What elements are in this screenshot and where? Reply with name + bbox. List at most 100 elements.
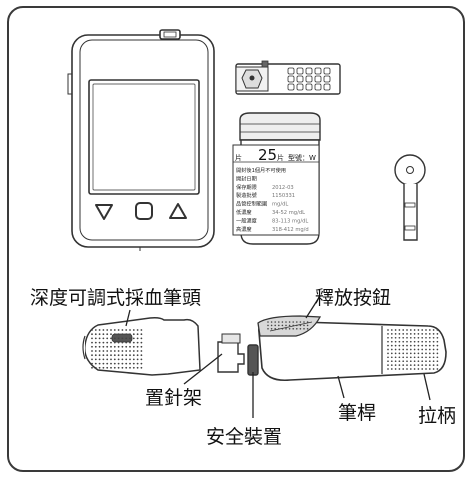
grip-dot: [110, 362, 112, 365]
grip-dot: [113, 333, 116, 336]
grip-dot: [303, 324, 305, 327]
grip-dot: [299, 321, 302, 323]
grip-dot: [390, 348, 393, 351]
grip-dot: [94, 354, 97, 357]
grip-dot: [425, 348, 427, 351]
grip-dot: [390, 333, 393, 335]
grip-dot: [390, 364, 393, 366]
grip-dot: [398, 352, 401, 355]
grip-dot: [121, 337, 124, 340]
grip-dot: [129, 333, 131, 336]
grip-dot: [91, 337, 93, 340]
grip-dot: [140, 341, 143, 344]
grip-dot: [94, 358, 97, 361]
grip-dot: [129, 366, 131, 369]
grip-dot: [113, 362, 116, 365]
grip-dot: [402, 352, 405, 355]
grip-dot: [110, 358, 112, 361]
grip-dot: [398, 333, 401, 335]
meter-down-button: [95, 204, 113, 220]
glucose-meter: [67, 29, 215, 251]
grip-dot: [413, 329, 416, 331]
grip-dot: [132, 345, 135, 348]
grip-dot: [402, 364, 405, 366]
grip-dot: [306, 324, 309, 327]
grip-dot: [106, 362, 109, 365]
grip-dot: [421, 329, 424, 331]
grip-dot: [110, 345, 112, 348]
vial-row-label: 開封後1個月不可使用: [236, 166, 286, 174]
grip-dot: [432, 333, 435, 335]
outer-frame: [7, 6, 465, 472]
grip-dot: [390, 336, 393, 339]
grip-dot: [274, 328, 277, 330]
grip-dot: [281, 328, 284, 330]
grip-dot: [106, 329, 109, 331]
barrel-label: 筆桿: [338, 402, 377, 424]
grip-dot: [281, 324, 284, 327]
grip-dot: [113, 358, 116, 361]
grip-dot: [398, 344, 401, 347]
grip-dot: [296, 324, 298, 327]
grip-dot: [432, 368, 435, 370]
cartridge-slot: [323, 83, 331, 91]
grip-dot: [390, 329, 393, 331]
grip-dot: [413, 364, 416, 366]
grip-dot: [117, 354, 120, 357]
grip-dot: [136, 358, 139, 361]
grip-dot: [402, 333, 405, 335]
grip-dot: [106, 333, 109, 336]
grip-dot: [390, 340, 393, 343]
grip-dot: [292, 321, 295, 323]
grip-dot: [129, 358, 131, 361]
grip-dot: [102, 337, 105, 340]
grip-dot: [125, 350, 128, 352]
grip-dot: [390, 368, 393, 370]
grip-dot: [402, 360, 405, 363]
grip-dot: [421, 368, 424, 370]
vial-row-value: mg/dL: [272, 202, 288, 208]
grip-dot: [390, 356, 393, 359]
grip-dot: [113, 354, 116, 357]
grip-dot: [398, 364, 401, 366]
grip-dot: [102, 345, 105, 348]
grip-dot: [436, 356, 439, 359]
grip-dot: [432, 340, 435, 343]
grip-dot: [270, 324, 273, 327]
grip-dot: [125, 329, 128, 331]
grip-dot: [132, 329, 135, 331]
grip-dot: [106, 345, 109, 348]
grip-dot: [132, 350, 135, 352]
grip-dot: [409, 329, 412, 331]
grip-dot: [94, 329, 97, 331]
cartridge-slot: [296, 75, 304, 83]
grip-dot: [387, 340, 389, 343]
grip-dot: [417, 333, 420, 335]
grip-dot: [106, 358, 109, 361]
grip-dot: [102, 333, 105, 336]
grip-dot: [428, 329, 431, 331]
cartridge-slot: [305, 75, 313, 83]
grip-dot: [113, 341, 116, 344]
grip-dot: [436, 360, 439, 363]
grip-dot: [121, 333, 124, 336]
grip-dot: [390, 360, 393, 363]
grip-dot: [417, 356, 420, 359]
grip-dot: [425, 329, 427, 331]
grip-dot: [406, 364, 408, 366]
grip-dot: [117, 366, 120, 369]
grip-dot: [136, 329, 139, 331]
grip-dot: [390, 344, 393, 347]
grip-dot: [121, 329, 124, 331]
grip-dot: [428, 340, 431, 343]
grip-dot: [136, 362, 139, 365]
grip-dot: [136, 341, 139, 344]
grip-dot: [94, 337, 97, 340]
vial-row-label: 開封日期: [236, 174, 257, 182]
grip-dot: [428, 364, 431, 366]
grip-dot: [432, 344, 435, 347]
grip-dot: [436, 352, 439, 355]
grip-dot: [406, 360, 408, 363]
grip-dot: [129, 362, 131, 365]
